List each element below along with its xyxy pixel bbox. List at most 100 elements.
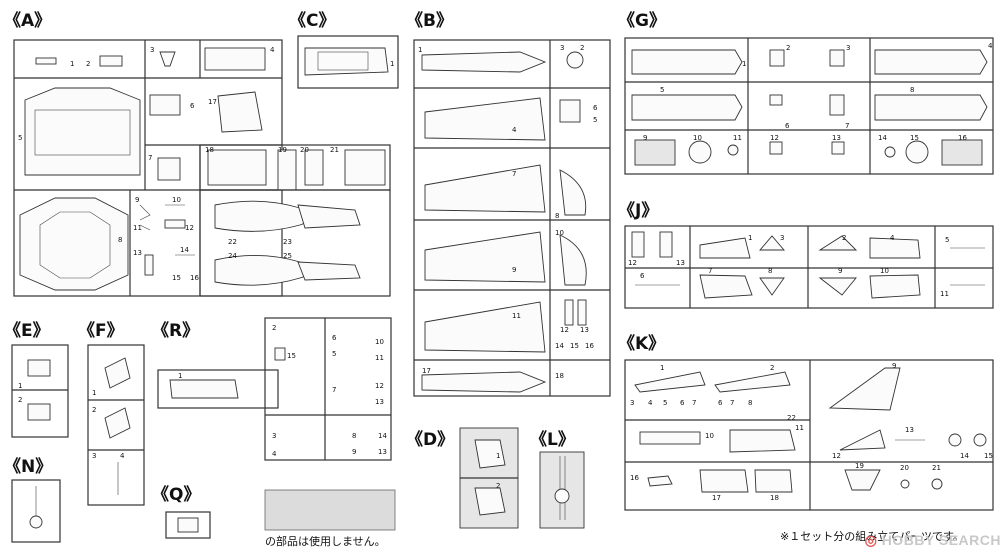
svg-text:4: 4 [272, 450, 277, 458]
svg-text:1: 1 [390, 60, 394, 68]
sprue-f: 1 2 3 4 [87, 344, 145, 506]
svg-text:16: 16 [190, 274, 199, 282]
svg-text:14: 14 [960, 452, 969, 460]
label-sprue-j: 《J》 [618, 201, 659, 221]
svg-text:9: 9 [512, 266, 516, 274]
svg-text:11: 11 [733, 134, 742, 142]
svg-text:25: 25 [283, 252, 292, 260]
svg-text:6: 6 [190, 102, 195, 110]
svg-text:11: 11 [375, 354, 384, 362]
svg-text:5: 5 [332, 350, 336, 358]
svg-text:10: 10 [555, 229, 564, 237]
svg-text:5: 5 [593, 116, 597, 124]
svg-text:7: 7 [708, 267, 712, 275]
svg-text:7: 7 [845, 122, 849, 130]
svg-text:24: 24 [228, 252, 237, 260]
label-sprue-c: 《C》 [289, 11, 336, 31]
svg-text:13: 13 [676, 259, 685, 267]
svg-text:3: 3 [92, 452, 96, 460]
sprue-n [11, 479, 61, 543]
sprue-e: 1 2 [11, 344, 69, 438]
svg-text:3: 3 [780, 234, 784, 242]
watermark-text: HOBBY SEARCH [881, 532, 1001, 548]
svg-text:10: 10 [880, 267, 889, 275]
svg-text:2: 2 [272, 324, 276, 332]
svg-text:2: 2 [580, 44, 584, 52]
label-sprue-l: 《L》 [530, 430, 575, 450]
svg-text:3: 3 [630, 399, 634, 407]
svg-text:2: 2 [18, 396, 22, 404]
svg-text:4: 4 [512, 126, 517, 134]
svg-text:19: 19 [278, 146, 287, 154]
svg-text:2: 2 [86, 60, 90, 68]
svg-text:1: 1 [742, 60, 746, 68]
sprue-d: 1 2 [459, 427, 519, 529]
svg-text:1: 1 [92, 389, 96, 397]
one-set-note: ※１セット分の組み立てパーツです。 [780, 530, 964, 543]
svg-text:15: 15 [287, 352, 296, 360]
unused-parts-note: の部品は使用しません。 [265, 535, 386, 548]
svg-text:7: 7 [512, 170, 516, 178]
svg-text:21: 21 [932, 464, 941, 472]
svg-text:7: 7 [692, 399, 696, 407]
svg-text:1: 1 [418, 46, 422, 54]
svg-text:13: 13 [832, 134, 841, 142]
svg-text:23: 23 [283, 238, 292, 246]
sprue-g: 1 2 3 4 5 6 7 8 9 10 11 12 13 14 15 16 [624, 37, 994, 175]
svg-text:13: 13 [378, 448, 387, 456]
svg-text:8: 8 [118, 236, 122, 244]
svg-text:6: 6 [332, 334, 337, 342]
svg-text:16: 16 [958, 134, 967, 142]
svg-text:12: 12 [185, 224, 194, 232]
svg-text:9: 9 [135, 196, 139, 204]
label-sprue-r: 《R》 [152, 321, 200, 341]
svg-text:17: 17 [422, 367, 431, 375]
svg-text:7: 7 [332, 386, 336, 394]
svg-text:2: 2 [92, 406, 96, 414]
svg-text:13: 13 [133, 249, 142, 257]
svg-text:9: 9 [352, 448, 356, 456]
svg-text:4: 4 [648, 399, 653, 407]
svg-text:10: 10 [375, 338, 384, 346]
sprue-q [165, 511, 211, 539]
label-sprue-b: 《B》 [406, 11, 453, 31]
svg-text:14: 14 [180, 246, 189, 254]
svg-text:6: 6 [785, 122, 790, 130]
svg-text:8: 8 [748, 399, 752, 407]
svg-text:6: 6 [593, 104, 598, 112]
unused-swatch [264, 489, 396, 531]
svg-text:17: 17 [208, 98, 217, 106]
svg-text:10: 10 [705, 432, 714, 440]
svg-text:18: 18 [555, 372, 564, 380]
label-sprue-q: 《Q》 [152, 485, 201, 505]
svg-text:5: 5 [663, 399, 667, 407]
svg-text:17: 17 [712, 494, 721, 502]
svg-text:15: 15 [910, 134, 919, 142]
svg-text:9: 9 [643, 134, 647, 142]
svg-text:21: 21 [330, 146, 339, 154]
svg-text:2: 2 [786, 44, 790, 52]
sprue-l [539, 451, 585, 529]
svg-text:2: 2 [770, 364, 774, 372]
svg-text:2: 2 [842, 234, 846, 242]
svg-text:9: 9 [892, 362, 896, 370]
svg-text:10: 10 [172, 196, 181, 204]
svg-text:4: 4 [890, 234, 895, 242]
svg-text:12: 12 [375, 382, 384, 390]
svg-text:1: 1 [178, 372, 182, 380]
svg-text:14: 14 [555, 342, 564, 350]
svg-text:11: 11 [512, 312, 521, 320]
svg-text:7: 7 [730, 399, 734, 407]
svg-text:4: 4 [270, 46, 275, 54]
svg-text:12: 12 [560, 326, 569, 334]
svg-text:4: 4 [120, 452, 125, 460]
svg-text:15: 15 [172, 274, 181, 282]
svg-text:11: 11 [133, 224, 142, 232]
svg-text:5: 5 [945, 236, 949, 244]
svg-text:16: 16 [585, 342, 594, 350]
label-sprue-n: 《N》 [4, 457, 53, 477]
svg-text:11: 11 [795, 424, 804, 432]
label-sprue-f: 《F》 [78, 321, 124, 341]
